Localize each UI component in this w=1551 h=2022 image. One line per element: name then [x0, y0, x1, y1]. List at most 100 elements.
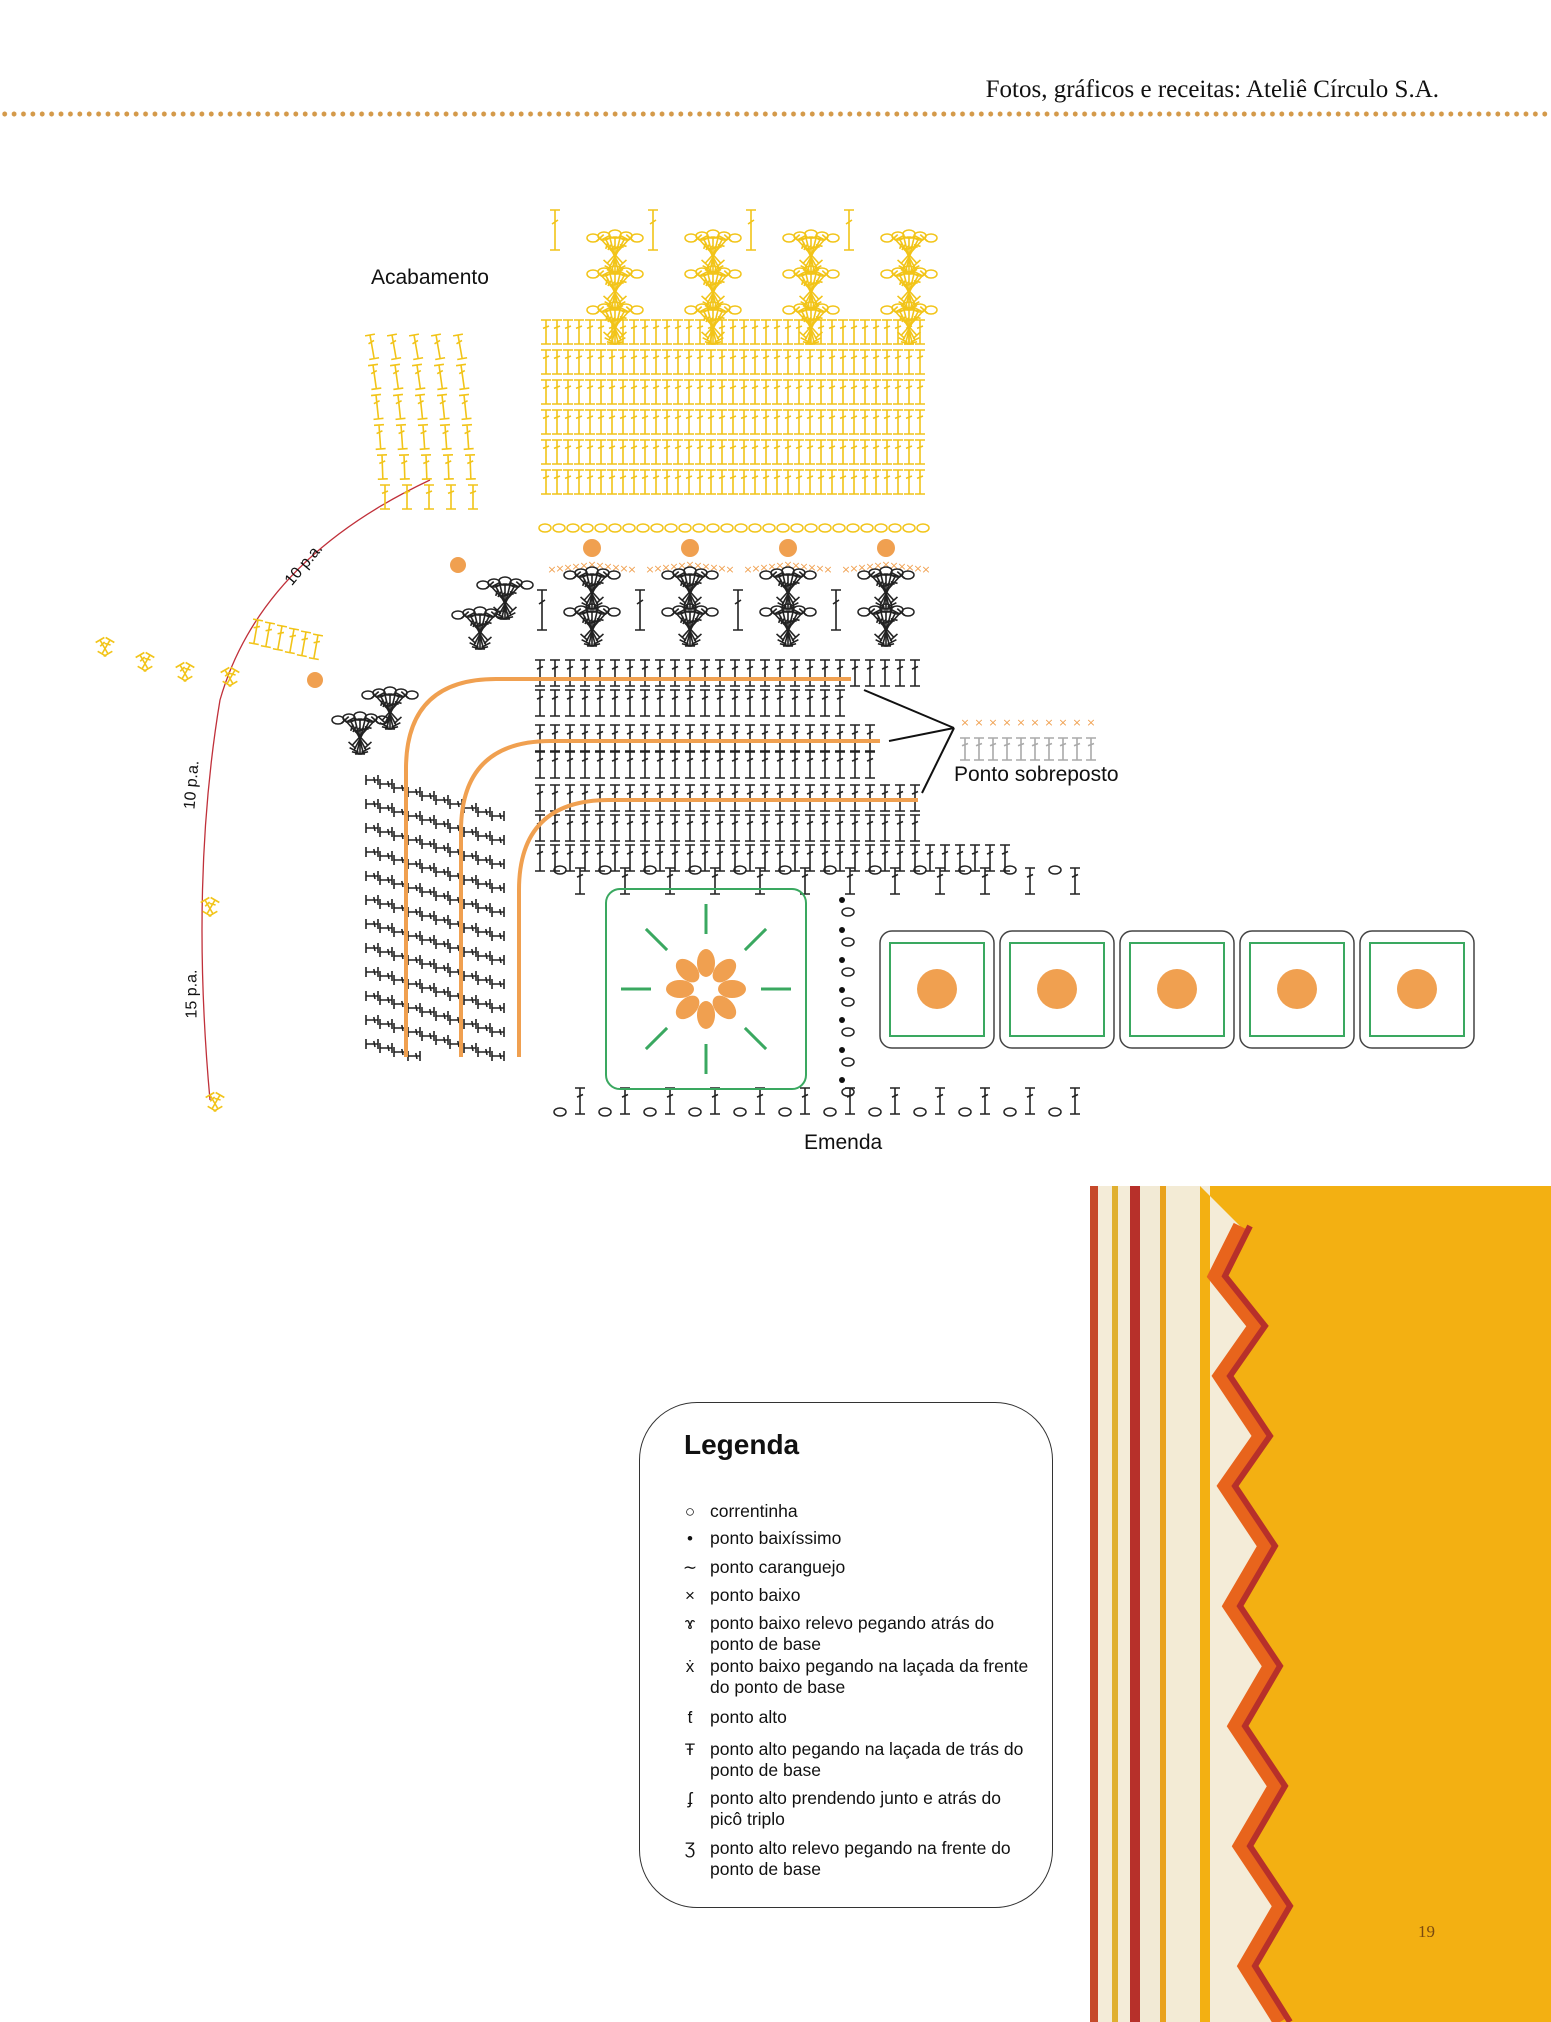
chain-icon: [734, 523, 748, 533]
dc-stitch-icon: [491, 955, 505, 965]
chain-icon: [361, 690, 375, 700]
dc-stitch-icon: [458, 393, 472, 421]
dc-stitch-icon: [421, 815, 435, 825]
dc-stitch-icon: [739, 379, 749, 405]
motif-square: [879, 930, 995, 1049]
dc-stitch-icon: [596, 439, 606, 465]
dc-stitch-icon: [974, 737, 984, 761]
dc-stitch-icon: [175, 661, 193, 683]
chain-icon: [804, 523, 818, 533]
chain-icon: [826, 305, 840, 315]
sc-icon: ×: [595, 559, 604, 572]
dc-stitch-icon: [915, 469, 925, 495]
dc-stitch-icon: [407, 955, 421, 965]
picot-icon: [681, 539, 699, 557]
dc-stitch-icon: [491, 907, 505, 917]
dc-stitch-icon: [421, 1031, 435, 1041]
dc-stitch-icon: [915, 409, 925, 435]
front-post-dc-icon: Ʒ: [684, 1839, 696, 1858]
dc-stitch-icon: [618, 409, 628, 435]
dc-stitch-icon: [379, 995, 393, 1005]
chain-icon: [598, 1107, 612, 1117]
dc-stitch-icon: [880, 814, 890, 842]
dc-stitch-icon: [910, 659, 920, 687]
dc-stitch-icon: [376, 454, 388, 480]
dc-stitch-icon: [640, 439, 650, 465]
dc-stitch-icon: [896, 234, 929, 268]
dc-stitch-icon: [717, 439, 727, 465]
sc-icon: ×: [897, 560, 906, 573]
dc-stitch-icon: [640, 379, 650, 405]
dc-stitch-icon: [960, 737, 970, 761]
dc-stitch-icon: [745, 844, 755, 872]
dc-stitch-icon: [407, 1027, 421, 1037]
dc-stitch-icon: [775, 608, 808, 642]
dc-stitch-icon: [477, 831, 491, 841]
dc-stitch-icon: [492, 581, 525, 615]
dc-stitch-icon: [541, 349, 551, 375]
chain-icon: [553, 865, 567, 875]
dc-stitch-icon: [739, 349, 749, 375]
dc-stitch-icon: [717, 379, 727, 405]
dc-stitch-icon: [710, 867, 720, 895]
dc-stitch-icon: [835, 659, 845, 687]
dc-stitch-icon: [730, 689, 740, 717]
chain-icon: [630, 233, 644, 243]
dc-stitch-icon: [700, 306, 733, 340]
dc-stitch-icon: [550, 689, 560, 717]
dc-stitch-icon: [893, 379, 903, 405]
dc-stitch-icon: [610, 751, 620, 779]
dc-stitch-icon: [684, 379, 694, 405]
sc-icon: ×: [669, 560, 678, 573]
sc-icon: ×: [791, 559, 800, 572]
dc-stitch-icon: [695, 439, 705, 465]
chain-icon: [841, 1087, 855, 1097]
dc-stitch-icon: [365, 871, 379, 881]
dc-stitch-icon: [935, 1087, 945, 1115]
dc-stitch-icon: [596, 319, 606, 345]
dc-stitch-icon: [407, 811, 421, 821]
dc-stitch-icon: [379, 947, 393, 957]
dc-stitch-icon: [717, 319, 727, 345]
dc-stitch-icon: [491, 835, 505, 845]
chain-icon: [476, 580, 490, 590]
dc-stitch-icon: [411, 363, 426, 391]
dc-stitch-icon: [850, 814, 860, 842]
slip-stitch-icon: [839, 1047, 845, 1053]
sc-icon: ×: [685, 558, 694, 571]
dc-stitch-icon: [760, 659, 770, 687]
chain-icon: [778, 1107, 792, 1117]
chain-icon: [776, 523, 790, 533]
stitch-mark: [743, 927, 768, 952]
crochet-chart: ××××××××××××××××××××××××××××××××××××××××…: [95, 209, 1475, 1117]
dc-stitch-icon: [435, 795, 449, 805]
dc-stitch-icon: [618, 349, 628, 375]
dc-stitch-icon: [574, 349, 584, 375]
chain-icon: [586, 269, 600, 279]
dc-stitch-icon: [893, 469, 903, 495]
dc-stitch-icon: [865, 814, 875, 842]
dc-stitch-icon: [651, 439, 661, 465]
dc-stitch-icon: [585, 319, 595, 345]
dc-stitch-icon: [760, 751, 770, 779]
chain-icon: [782, 305, 796, 315]
dc-stitch-icon: [435, 1035, 449, 1045]
flower-icon: [1397, 969, 1437, 1009]
sc-icon: ×: [823, 563, 832, 576]
dc-stitch-icon: [580, 689, 590, 717]
dc-stitch-icon: [820, 751, 830, 779]
dc-stitch-icon: [739, 319, 749, 345]
dc-stitch-icon: [579, 608, 612, 642]
dc-stitch-icon: [700, 814, 710, 842]
dc-stitch-icon: [728, 469, 738, 495]
flower-petal: [718, 980, 746, 998]
dc-stitch-icon: [347, 716, 380, 750]
dc-stitch-icon: [477, 855, 491, 865]
picot-icon: [307, 672, 323, 688]
dc-stitch-icon: [595, 659, 605, 687]
dc-stitch-icon: [421, 791, 435, 801]
dc-stitch-icon: [904, 349, 914, 375]
dc-stitch-icon: [463, 899, 477, 909]
dc-stitch-icon: [552, 439, 562, 465]
dc-stitch-icon: [392, 393, 406, 421]
